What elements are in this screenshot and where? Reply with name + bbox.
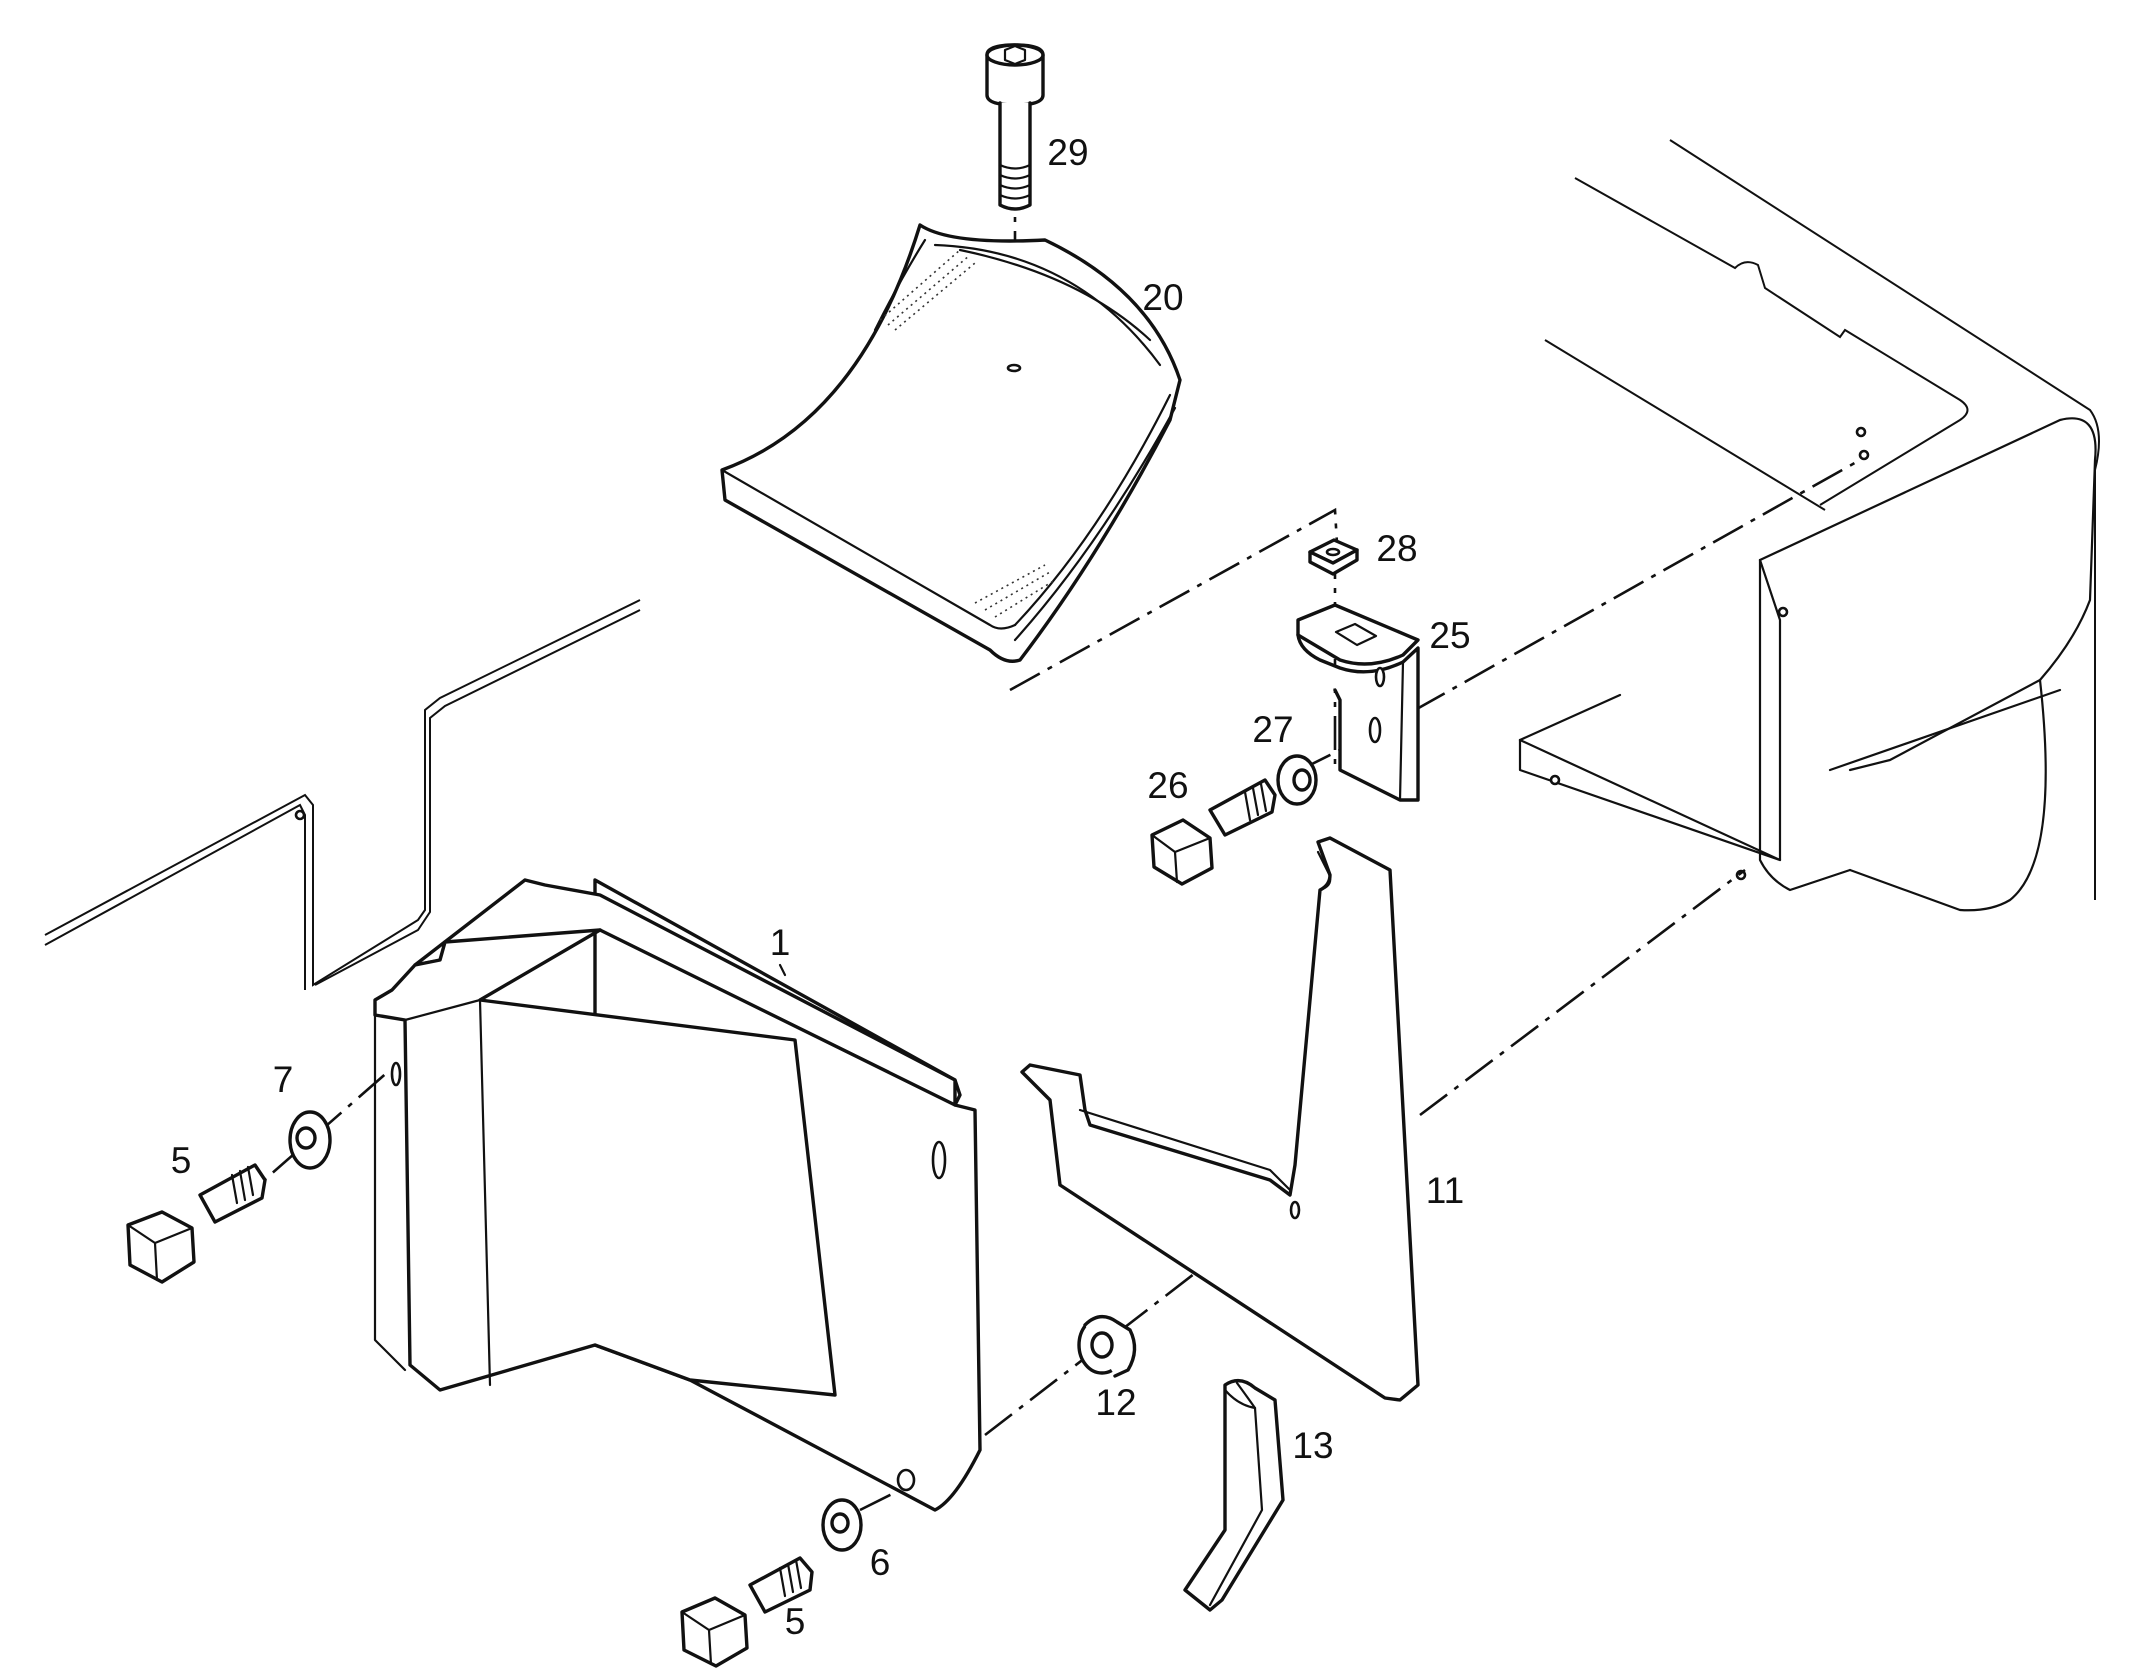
callout-5-lower: 5 <box>785 1601 806 1642</box>
callout-28: 28 <box>1376 528 1417 569</box>
square-nut-28[interactable] <box>1308 538 1359 576</box>
callout-labels: 29 20 28 25 27 26 1 7 5 11 12 13 6 5 <box>171 132 1471 1642</box>
hex-bolt-5-lower[interactable] <box>680 1556 814 1668</box>
callout-26: 26 <box>1147 765 1188 806</box>
callout-6: 6 <box>870 1542 891 1583</box>
housing-outline <box>1518 139 2100 912</box>
cap-screw-29[interactable] <box>985 43 1045 211</box>
leader-1 <box>778 963 787 977</box>
spacer-12[interactable] <box>1077 1315 1137 1378</box>
rubber-strip-13[interactable] <box>1183 1379 1285 1612</box>
washer-7[interactable] <box>288 1110 332 1170</box>
cover-housing-1[interactable] <box>373 878 982 1512</box>
l-plate-11[interactable] <box>1020 836 1420 1402</box>
callout-12: 12 <box>1095 1382 1136 1423</box>
hex-bolt-5-upper[interactable] <box>126 1163 267 1284</box>
angle-bracket-25[interactable] <box>1296 603 1420 802</box>
callout-1: 1 <box>770 922 791 963</box>
callout-7: 7 <box>273 1059 294 1100</box>
washer-6[interactable] <box>821 1498 863 1552</box>
frame-outline <box>44 599 641 990</box>
washer-27[interactable] <box>1276 754 1318 806</box>
callout-27: 27 <box>1252 709 1293 750</box>
callout-29: 29 <box>1047 132 1088 173</box>
callout-11: 11 <box>1426 1170 1464 1211</box>
callout-25: 25 <box>1429 615 1470 656</box>
callout-5-upper: 5 <box>171 1140 192 1181</box>
callout-20: 20 <box>1142 277 1183 318</box>
chute-cover-20[interactable] <box>720 223 1182 663</box>
callout-13: 13 <box>1292 1425 1333 1466</box>
hex-bolt-26[interactable] <box>1150 778 1277 886</box>
